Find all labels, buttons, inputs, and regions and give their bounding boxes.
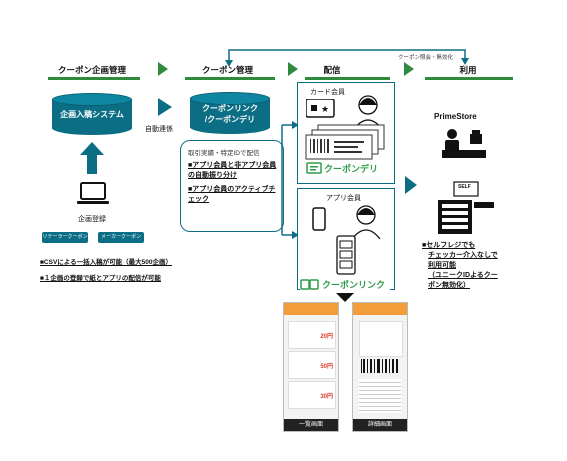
management-detail-box: 取引実績・特定IDで配信 ■アプリ会員と非アプリ会員の自動振り分け ■アプリ会員… xyxy=(180,140,284,232)
header-management: クーポン管理 xyxy=(201,65,253,75)
self-checkout-icon xyxy=(438,181,494,234)
prime-store-label: PrimeStore xyxy=(434,112,477,121)
header-delivery-underline xyxy=(305,77,390,80)
planning-note-csv: ■CSVによる一括入稿が可能（最大500企画） xyxy=(40,259,172,266)
feedback-arrow xyxy=(225,49,469,67)
management-system-label-2: /クーポンデリ xyxy=(204,115,256,124)
detail-screen-text xyxy=(359,379,401,413)
header-chevrons xyxy=(158,62,414,76)
detail-screen-phone: 詳細画面 xyxy=(352,302,408,432)
management-detail-title: 取引実績・特定IDで配信 xyxy=(188,150,260,157)
planning-system-cylinder: 企画入稿システム xyxy=(52,93,132,137)
app-member-title: アプリ会員 xyxy=(326,195,361,202)
list-screen-coupon: 50円 xyxy=(288,351,336,379)
management-detail-item-2: ■アプリ会員のアクティブチェック xyxy=(188,186,276,203)
smartphone-icon xyxy=(312,207,326,231)
coupon-link-logo-icon xyxy=(300,279,319,290)
list-screen-caption: 一覧画面 xyxy=(284,419,338,431)
chevron-right-icon xyxy=(158,62,168,76)
coupon-deli-badge: クーポンデリ xyxy=(306,160,386,176)
usage-note-3: 利用可能 xyxy=(428,262,456,269)
usage-note-2: チェッカー介入なしで xyxy=(428,252,498,259)
auto-link-arrow xyxy=(158,98,172,116)
planning-note-single: ■１企画の登録で紙とアプリの配信が可能 xyxy=(40,275,161,282)
auto-link-label: 自動連係 xyxy=(145,126,173,133)
header-delivery: 配信 xyxy=(323,65,341,75)
chevron-right-icon xyxy=(404,62,414,76)
list-price-3: 30円 xyxy=(320,394,333,400)
list-screen-phone: 20円 50円 30円 一覧画面 xyxy=(283,302,339,432)
list-screen-header xyxy=(284,303,338,315)
coupon-link-label: クーポンリンク xyxy=(322,280,386,290)
usage-arrow xyxy=(405,176,417,194)
member-card-icon: ★ xyxy=(306,99,335,118)
tag-maker-coupon: メーカークーポン xyxy=(98,232,144,243)
list-price-2: 50円 xyxy=(320,364,333,370)
laptop-icon xyxy=(77,182,109,204)
list-price-1: 20円 xyxy=(320,334,333,340)
header-management-underline xyxy=(185,77,275,80)
coupon-link-badge: クーポンリンク xyxy=(300,276,390,292)
detail-screen-caption: 詳細画面 xyxy=(353,419,407,431)
coupon-deli-logo-icon xyxy=(306,162,322,174)
management-detail-item-1: ■アプリ会員と非アプリ会員の自動振り分け xyxy=(188,162,277,179)
detail-screen-product xyxy=(359,321,403,357)
cashier-icon xyxy=(442,129,486,158)
list-screen-coupon: 20円 xyxy=(288,321,336,349)
down-arrow-icon xyxy=(336,293,354,302)
usage-note-4: （ユニークIDよるクー xyxy=(428,272,498,279)
coupon-deli-label: クーポンデリ xyxy=(324,164,379,174)
header-usage: 利用 xyxy=(459,65,477,75)
paper-coupons-icon xyxy=(305,124,385,160)
usage-note-5: ポン無効化） xyxy=(428,282,470,289)
up-arrow-icon xyxy=(80,142,104,174)
self-label: SELF xyxy=(458,184,471,190)
header-planning: クーポン企画管理 xyxy=(57,65,126,75)
barcode-icon xyxy=(361,359,398,373)
app-member-box: アプリ会員 xyxy=(297,188,395,290)
management-system-label-1: クーポンリンク xyxy=(202,104,258,113)
list-screen-coupon: 30円 xyxy=(288,381,336,409)
detail-screen-header xyxy=(353,303,407,315)
management-system-cylinder: クーポンリンク /クーポンデリ xyxy=(190,92,270,136)
card-member-title: カード会員 xyxy=(310,89,345,96)
usage-note-1: ■セルフレジでも xyxy=(422,242,476,249)
person-icon xyxy=(351,205,381,239)
delivery-connector xyxy=(281,121,299,239)
svg-text:★: ★ xyxy=(321,105,329,115)
chevron-right-icon xyxy=(288,62,298,76)
registration-label: 企画登録 xyxy=(78,216,106,223)
planning-system-label: 企画入稿システム xyxy=(60,110,124,119)
header-usage-underline xyxy=(425,77,513,80)
header-planning-underline xyxy=(48,77,140,80)
app-phone-screen-icon xyxy=(336,235,356,275)
tag-retailer-coupon: リテーラークーポン xyxy=(42,232,88,243)
feedback-label: クーポン照会・無効化 xyxy=(398,55,454,61)
